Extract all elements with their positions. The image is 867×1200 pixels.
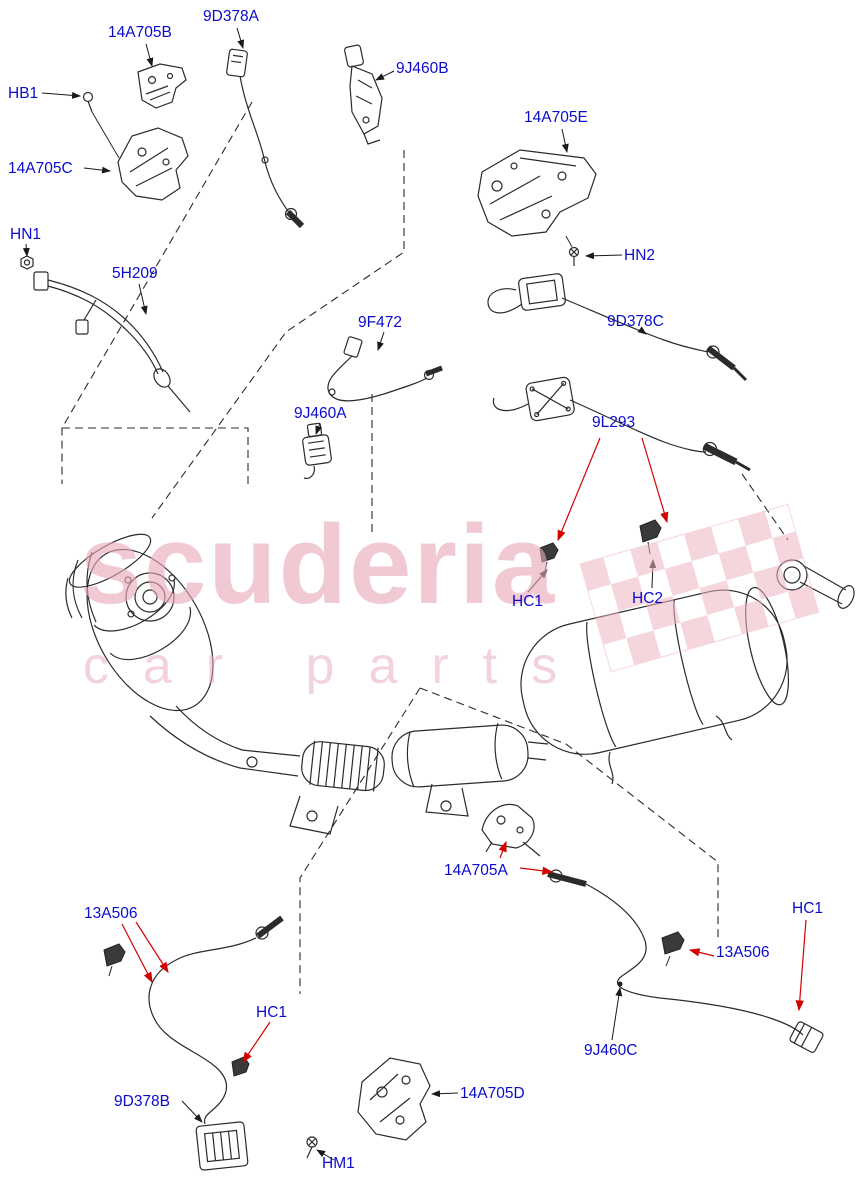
part-label-hn1[interactable]: HN1 [10,226,42,243]
part-label-9d378c[interactable]: 9D378C [607,313,664,330]
cable-point-9j460c [617,981,623,987]
part-9j460a-drawing [302,422,332,479]
nut-hn1-drawing [20,255,34,270]
part-label-14a705d[interactable]: 14A705D [460,1085,525,1102]
part-14a705c-drawing [117,127,189,201]
part-label-14a705c[interactable]: 14A705C [8,160,73,177]
part-label-hc2[interactable]: HC2 [632,590,664,607]
part-9j460b-drawing [344,44,383,145]
clip-hc1-bottom-drawing [231,1056,250,1077]
clip-hc1-mid-drawing [539,542,559,572]
part-label-hc1-right[interactable]: HC1 [792,900,824,917]
part-label-9j460a[interactable]: 9J460A [294,405,347,422]
part-9l293-drawing [492,376,751,472]
bolt-hn2-drawing [568,246,580,266]
bolt-hb1-drawing [82,91,94,113]
part-label-9l293[interactable]: 9L293 [592,414,636,431]
leader-lines-red [121,437,807,1063]
clip-hc2-mid-drawing [639,519,662,555]
part-label-hc1-bottom[interactable]: HC1 [256,1004,288,1021]
part-label-14a705a[interactable]: 14A705A [444,862,508,879]
part-9d378c-drawing [487,273,748,382]
clip-13a506-right-drawing [661,931,685,967]
bolt-hm1-drawing [306,1136,318,1159]
part-label-9j460c[interactable]: 9J460C [584,1042,638,1059]
part-label-hm1[interactable]: HM1 [322,1155,355,1172]
leader-lines-black [22,27,657,1161]
dashed-boundary-lines [61,101,789,994]
part-5h209-drawing [33,271,191,413]
part-label-hn2[interactable]: HN2 [624,247,656,264]
part-14a705b-drawing [137,63,187,109]
clip-13a506-left-drawing [103,943,126,977]
part-14a705e-drawing [477,149,597,237]
part-9d378a-drawing [226,48,305,229]
part-14a705d-drawing [357,1057,431,1141]
part-label-9f472[interactable]: 9F472 [358,314,402,331]
part-label-5h209[interactable]: 5H209 [112,265,158,282]
part-label-14a705b[interactable]: 14A705B [108,24,172,41]
part-9f472-drawing [327,336,443,402]
part-14a705a-drawing [481,803,535,853]
part-label-14a705e[interactable]: 14A705E [524,109,588,126]
part-label-9d378a[interactable]: 9D378A [203,8,260,25]
part-label-13a506-right[interactable]: 13A506 [716,944,770,961]
part-label-13a506-left[interactable]: 13A506 [84,905,138,922]
part-label-9j460b[interactable]: 9J460B [396,60,449,77]
part-9j460c-drawing [522,841,824,1053]
part-9d378b-drawing [148,915,284,1171]
hb1-bracket-link-line [91,111,120,159]
part-label-hc1-mid[interactable]: HC1 [512,593,544,610]
part-label-hb1[interactable]: HB1 [8,85,39,102]
hn2-plate-link-line [565,235,573,248]
exhaust-assembly-drawing [65,533,855,835]
part-label-9d378b[interactable]: 9D378B [114,1093,171,1110]
